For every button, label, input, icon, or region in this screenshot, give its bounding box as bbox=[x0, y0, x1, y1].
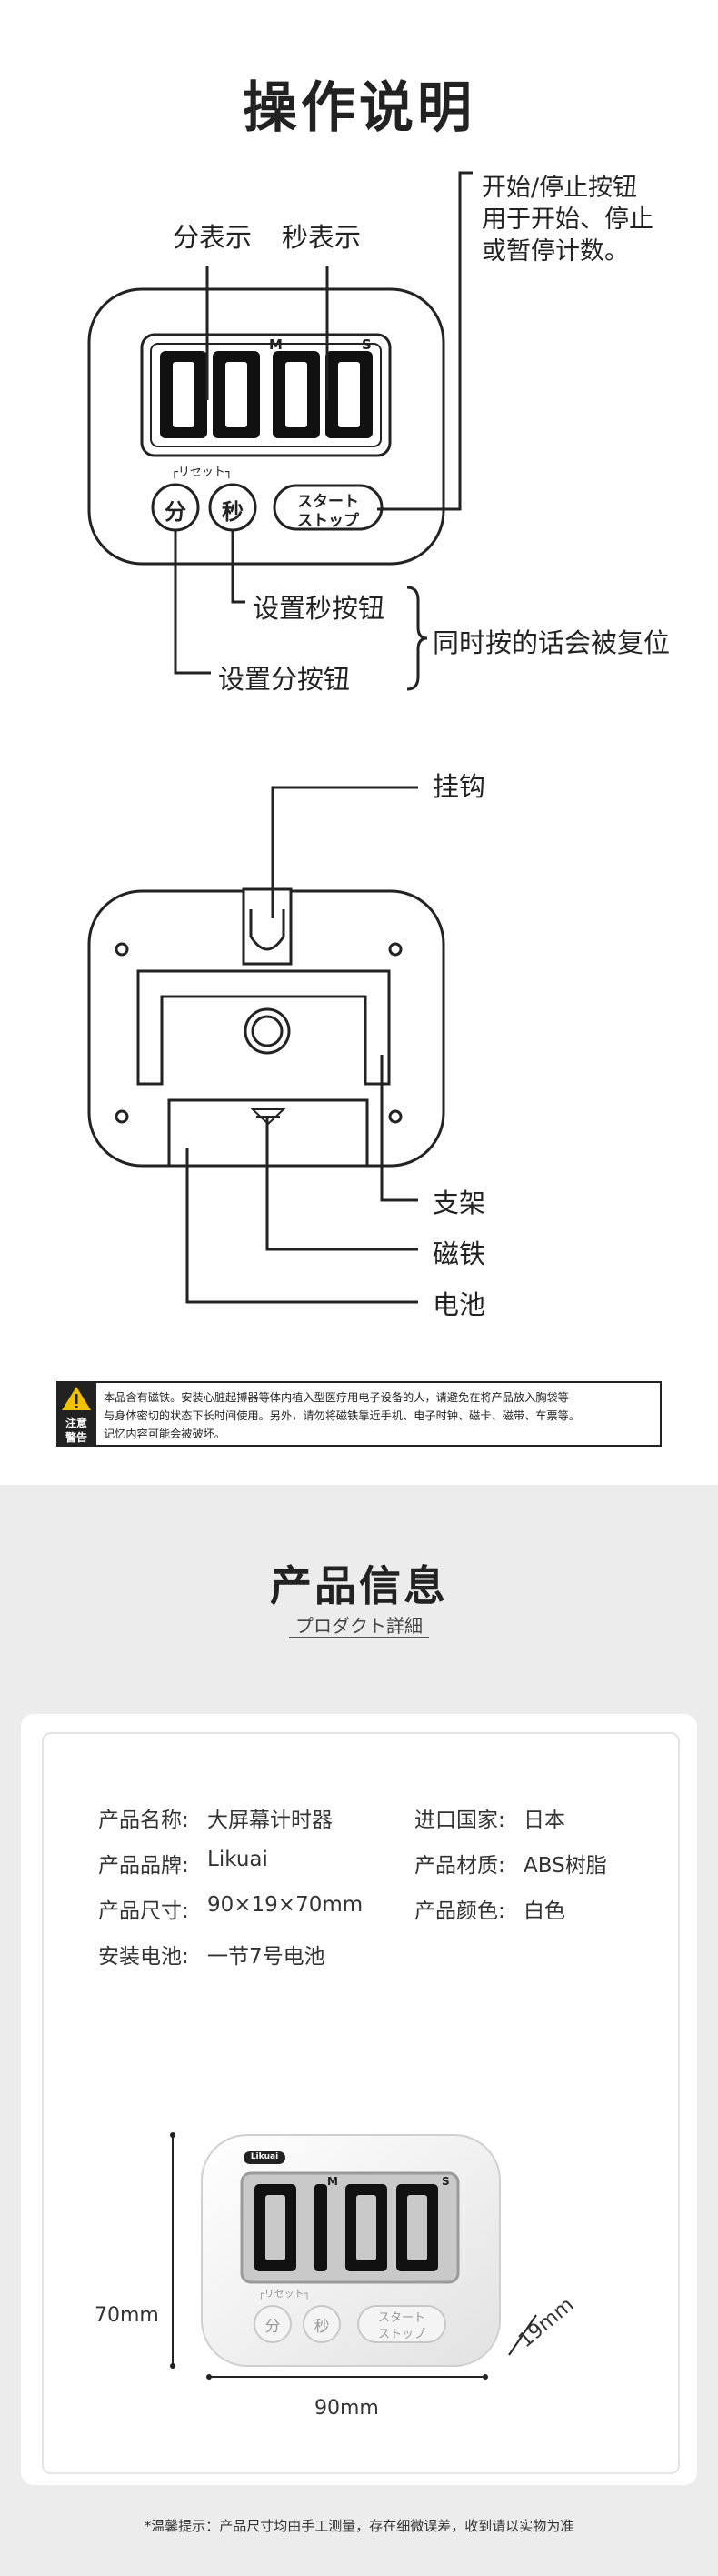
photo-logo-text: Likuai bbox=[250, 2152, 279, 2161]
manual-title: 操作说明 bbox=[243, 76, 475, 140]
timer-back-diagram bbox=[87, 786, 445, 1304]
measurement-note: *温馨提示：产品尺寸均由手工测量，存在细微误差，收到请以实物为准 bbox=[144, 2518, 574, 2534]
label-minutes-display: 分表示 bbox=[173, 222, 253, 253]
product-title: 产品信息 bbox=[270, 1561, 448, 1610]
set-minutes-label: 设置分按钮 bbox=[218, 664, 351, 695]
spec-value-name: 大屏幕计时器 bbox=[207, 1809, 333, 1832]
stand-shape bbox=[136, 969, 391, 1086]
reset-label: ┌リセット┐ bbox=[171, 466, 233, 479]
photo-digit-4 bbox=[396, 2184, 438, 2271]
photo-digit-3 bbox=[345, 2184, 387, 2271]
spec-label-material: 产品材质: bbox=[414, 1854, 505, 1878]
timer-front-diagram bbox=[87, 171, 473, 691]
set-seconds-label: 设置秒按钮 bbox=[253, 593, 385, 624]
product-photo bbox=[170, 2132, 537, 2380]
photo-digit-1 bbox=[254, 2184, 296, 2271]
photo-m-mark: M bbox=[327, 2175, 338, 2188]
spec-label-country: 进口国家: bbox=[414, 1809, 505, 1832]
dim-height-label: 70mm bbox=[95, 2304, 159, 2327]
leader-battery bbox=[185, 1148, 418, 1304]
lcd-digit-4 bbox=[325, 351, 373, 438]
leader-start-stop bbox=[377, 171, 473, 511]
photo-start-line2: ストップ bbox=[377, 2328, 425, 2341]
reset-note: 同时按的话会被复位 bbox=[433, 627, 671, 658]
warning-badge: 注意 警告 bbox=[56, 1381, 96, 1447]
stand-label: 支架 bbox=[433, 1188, 486, 1218]
warning-badge-line2: 警告 bbox=[65, 1431, 87, 1444]
warning-text-line3: 记忆内容可能会被破坏。 bbox=[104, 1428, 226, 1440]
spec-label-battery: 安装电池: bbox=[98, 1945, 189, 1969]
second-button[interactable]: 秒 bbox=[222, 499, 244, 525]
photo-second-button: 秒 bbox=[314, 2318, 330, 2336]
spec-label-color: 产品颜色: bbox=[414, 1899, 505, 1923]
lcd-digit-1 bbox=[160, 351, 207, 438]
photo-s-mark: S bbox=[442, 2175, 450, 2188]
start-stop-note-line3: 或暂停计数。 bbox=[482, 237, 629, 266]
spec-label-brand: 产品品牌: bbox=[98, 1854, 189, 1878]
magnet-label: 磁铁 bbox=[433, 1238, 486, 1269]
dim-depth-line bbox=[508, 2314, 537, 2356]
start-stop-button-shape bbox=[273, 484, 384, 531]
spec-value-material: ABS树脂 bbox=[524, 1854, 607, 1878]
reset-brace bbox=[406, 586, 428, 691]
spec-value-battery: 一节7号电池 bbox=[207, 1945, 325, 1969]
spec-label-name: 产品名称: bbox=[98, 1809, 189, 1832]
photo-reset-label: ┌リセット┐ bbox=[258, 2288, 311, 2300]
leader-magnet bbox=[265, 1118, 418, 1251]
display-s-mark: S bbox=[362, 336, 372, 353]
spec-value-color: 白色 bbox=[524, 1899, 565, 1923]
lcd-digit-3 bbox=[273, 351, 320, 438]
photo-start-line1: スタート bbox=[377, 2311, 425, 2325]
start-stop-button-line2[interactable]: ストップ bbox=[297, 512, 359, 530]
photo-digit-2 bbox=[314, 2184, 327, 2271]
lcd-digit-2 bbox=[213, 351, 260, 438]
battery-label: 电池 bbox=[433, 1289, 486, 1320]
label-seconds-display: 秒表示 bbox=[282, 222, 362, 253]
subtitle-underline bbox=[289, 1637, 429, 1638]
hook-label: 挂钩 bbox=[433, 771, 486, 802]
spec-value-brand: Likuai bbox=[207, 1848, 268, 1871]
product-subtitle: プロダクト詳細 bbox=[295, 1615, 423, 1637]
leader-set-seconds bbox=[231, 530, 245, 604]
dim-width-label: 90mm bbox=[314, 2397, 379, 2420]
minute-button[interactable]: 分 bbox=[165, 499, 186, 525]
leader-hook bbox=[271, 786, 418, 918]
spec-value-country: 日本 bbox=[524, 1809, 565, 1832]
warning-badge-line1: 注意 bbox=[65, 1417, 87, 1429]
start-stop-button-line1[interactable]: スタート bbox=[297, 493, 359, 511]
display-m-mark: M bbox=[269, 336, 283, 353]
leader-set-minutes bbox=[174, 530, 211, 675]
photo-minute-button: 分 bbox=[264, 2318, 281, 2336]
photo-logo-badge bbox=[244, 2151, 285, 2164]
warning-triangle-icon bbox=[62, 1387, 91, 1410]
start-stop-note-line1: 开始/停止按钮 bbox=[482, 174, 638, 202]
spec-value-size: 90×19×70mm bbox=[207, 1893, 364, 1917]
warning-text-line2: 与身体密切的状态下长时间使用。另外，请勿将磁铁靠近手机、电子时钟、磁卡、磁带、车… bbox=[104, 1409, 581, 1422]
leader-stand bbox=[380, 1055, 418, 1202]
spec-label-size: 产品尺寸: bbox=[98, 1899, 189, 1923]
warning-text-line1: 本品含有磁铁。安装心脏起搏器等体内植入型医疗用电子设备的人，请避免在将产品放入胸… bbox=[104, 1391, 569, 1404]
start-stop-note-line2: 用于开始、停止 bbox=[482, 205, 653, 234]
